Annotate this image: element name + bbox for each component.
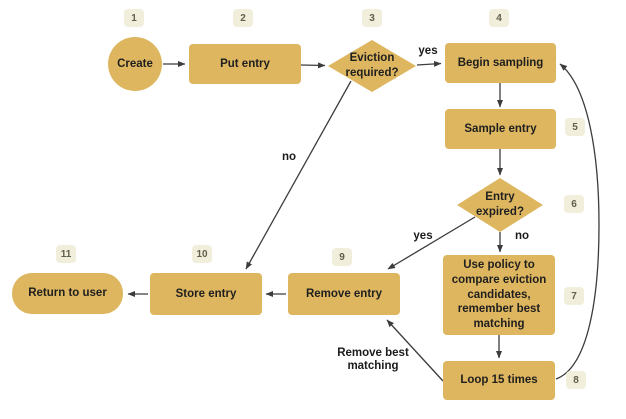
edge-loop-beginsampling: [555, 63, 600, 380]
badge-create: 1: [124, 9, 144, 27]
node-use-policy: Use policy to compare eviction candidate…: [443, 255, 555, 335]
node-store-entry: Store entry: [150, 273, 262, 315]
badge-entry-expired: 6: [564, 195, 584, 213]
node-loop-15-times: Loop 15 times: [443, 361, 555, 400]
badge-store-entry: 10: [192, 245, 212, 263]
badge-put-entry: 2: [233, 9, 253, 27]
edge-eviction-beginsampling: [416, 60, 442, 67]
node-put-entry: Put entry: [189, 44, 301, 84]
node-sample-entry: Sample entry: [445, 109, 556, 149]
edge-label-yes-top: yes: [418, 45, 438, 57]
node-remove-entry: Remove entry: [288, 273, 400, 315]
badge-loop-15-times: 8: [566, 371, 586, 389]
edge-label-remove-best: Remove best matching: [337, 347, 409, 373]
edge-label-yes-mid: yes: [413, 230, 433, 242]
edge-eviction-storeentry: [245, 80, 352, 270]
badge-eviction-required: 3: [362, 9, 382, 27]
node-return-to-user: Return to user: [12, 273, 123, 314]
edge-loop-removeentry: [386, 319, 444, 382]
edge-label-no-mid: no: [514, 230, 530, 242]
badge-return-to-user: 11: [56, 245, 76, 263]
edge-entryexpired-removeentry: [387, 216, 476, 270]
badge-use-policy: 7: [564, 287, 584, 305]
badge-begin-sampling: 4: [489, 9, 509, 27]
node-begin-sampling: Begin sampling: [445, 43, 556, 83]
badge-sample-entry: 5: [565, 118, 585, 136]
badge-remove-entry: 9: [332, 248, 352, 266]
node-create: Create: [108, 37, 162, 91]
edge-label-no-left: no: [281, 151, 297, 163]
edge-putentry-eviction: [300, 62, 326, 69]
